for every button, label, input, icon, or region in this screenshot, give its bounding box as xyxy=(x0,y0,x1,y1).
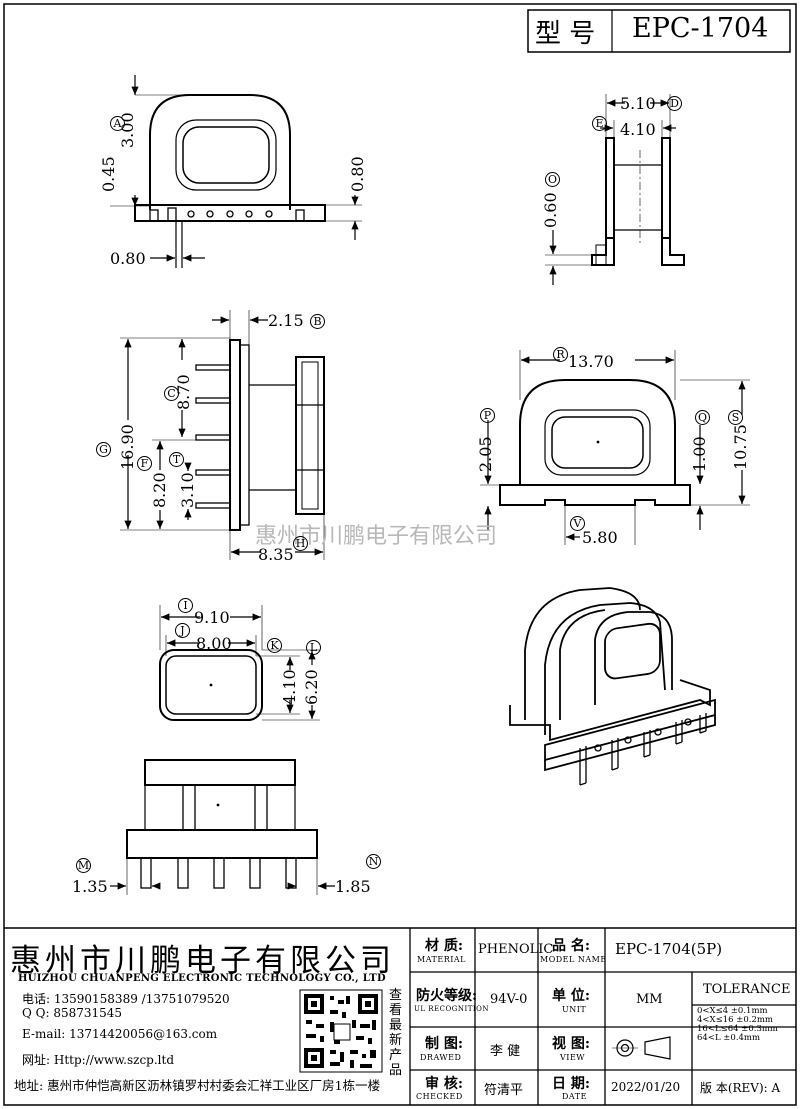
ref-letter-m: M xyxy=(76,858,91,873)
tolerance-row-4: 64<L ±0.4mm xyxy=(697,1033,761,1043)
unit-label-en: UNIT xyxy=(562,1005,587,1014)
material-label-en: MATERIAL xyxy=(417,955,466,964)
ref-letter-f: F xyxy=(137,456,152,471)
tolerance-row-3: 16<L≤64 ±0.3mm xyxy=(697,1024,778,1034)
dim-g-value: 16.90 xyxy=(118,424,137,470)
drawn-label-en: DRAWED xyxy=(420,1053,462,1062)
ref-letter-v: V xyxy=(570,516,585,531)
window-section-view xyxy=(159,605,320,721)
projection-symbol-icon xyxy=(612,1036,671,1060)
title-block-grid xyxy=(4,927,796,1105)
company-web: 网址: Http://www.szcp.ltd xyxy=(22,1053,175,1067)
ref-letter-b: B xyxy=(310,314,325,329)
dim-r-value: 13.70 xyxy=(568,352,614,371)
dim-b-value: 2.15 xyxy=(268,311,304,330)
ref-letter-s: S xyxy=(728,410,743,425)
ref-letter-p: P xyxy=(480,408,495,423)
dim-k-value: 4.10 xyxy=(280,669,299,705)
unit-label: 单 位: xyxy=(552,988,591,1004)
checked-value: 符清平 xyxy=(484,1083,524,1098)
ref-letter-k: K xyxy=(267,638,282,653)
ref-letter-i: I xyxy=(178,598,193,613)
drawn-label: 制 图: xyxy=(425,1036,464,1052)
dim-d-value: 5.10 xyxy=(620,94,656,113)
end-view xyxy=(480,350,750,545)
dim-f-value: 8.20 xyxy=(150,472,169,508)
model-name-value: EPC-1704(5P) xyxy=(615,940,723,958)
ref-letter-a: A xyxy=(110,116,125,131)
qr-code-icon xyxy=(299,989,383,1073)
dim-080-bottom-value: 0.80 xyxy=(110,249,146,268)
dim-m-value: 1.35 xyxy=(72,877,108,896)
dim-n-value: 1.85 xyxy=(335,877,371,896)
ref-letter-h: H xyxy=(293,536,308,551)
ref-letter-t: T xyxy=(169,452,184,467)
ref-letter-e: E xyxy=(592,116,607,131)
date-label-en: DATE xyxy=(562,1092,587,1101)
isometric-view xyxy=(509,587,716,786)
dim-l-value: 6.20 xyxy=(302,669,321,705)
dim-i-value: 9.10 xyxy=(194,608,230,627)
company-email: E-mail: 13714420056@163.com xyxy=(22,1027,218,1041)
date-label: 日 期: xyxy=(552,1076,591,1092)
checked-label: 审 核: xyxy=(425,1076,464,1092)
dim-h-value: 8.35 xyxy=(258,545,294,564)
ul-label-en: UL RECOGNITION xyxy=(414,1005,490,1013)
model-name-label: 品 名: xyxy=(552,938,591,954)
company-qq: Q Q: 858731545 xyxy=(22,1006,123,1020)
dim-j-value: 8.00 xyxy=(196,634,232,653)
pin-side-view xyxy=(120,310,325,560)
dim-v-value: 5.80 xyxy=(582,528,618,547)
ref-letter-n: N xyxy=(366,854,381,869)
dim-p-value: 2.05 xyxy=(476,436,495,472)
top-view xyxy=(110,75,362,268)
ul-label: 防火等级: xyxy=(416,988,478,1004)
dim-t-value: 3.10 xyxy=(178,472,197,508)
ref-letter-d: D xyxy=(667,96,682,111)
ref-letter-c: C xyxy=(164,386,179,401)
company-name-cn: 惠州市川鹏电子有限公司 xyxy=(10,943,395,979)
ref-letter-g: G xyxy=(96,442,111,457)
dim-q-value: 1.00 xyxy=(690,436,709,472)
revision: 版 本(REV): A xyxy=(700,1081,781,1095)
ul-value: 94V-0 xyxy=(490,992,528,1007)
tolerance-row-2: 4<X≤16 ±0.2mm xyxy=(697,1015,773,1025)
material-value: PHENOLIC xyxy=(478,942,554,957)
company-phone: 电话: 13590158389 /13751079520 xyxy=(22,992,230,1006)
ref-letter-j: J xyxy=(175,623,190,638)
view-label-en: VIEW xyxy=(560,1053,585,1062)
dim-o-value: 0.60 xyxy=(541,192,560,228)
dim-e-value: 4.10 xyxy=(620,120,656,139)
dim-080-right-value: 0.80 xyxy=(348,156,367,192)
company-address: 地址: 惠州市仲恺高新区沥林镇罗村村委会汇祥工业区厂房1栋一楼 xyxy=(14,1078,381,1093)
view-label: 视 图: xyxy=(552,1036,591,1052)
side-view xyxy=(545,94,685,285)
bottom-view xyxy=(110,759,335,895)
company-name-en: HUIZHOU CHUANPENG ELECTRONIC TECHNOLOGY … xyxy=(18,973,386,984)
unit-value: MM xyxy=(636,992,663,1007)
dim-045-value: 0.45 xyxy=(99,156,118,192)
checked-label-en: CHECKED xyxy=(416,1092,463,1101)
model-label: 型 号 xyxy=(535,19,596,49)
drawn-value: 李 健 xyxy=(490,1044,521,1059)
ref-letter-q: Q xyxy=(695,410,710,425)
model-number: EPC-1704 xyxy=(632,13,769,44)
sheet-frame xyxy=(3,3,797,1106)
qr-note: 查看最新产品 xyxy=(389,988,403,1078)
dim-s-value: 10.75 xyxy=(731,424,750,470)
header-box xyxy=(527,9,791,53)
tolerance-row-1: 0<X≤4 ±0.1mm xyxy=(697,1006,768,1016)
ref-letter-l: L xyxy=(306,640,321,655)
model-name-label-en: MODEL NAME xyxy=(540,955,607,964)
material-label: 材 质: xyxy=(425,938,464,954)
tolerance-label: TOLERANCE xyxy=(703,982,791,997)
ref-letter-r: R xyxy=(553,347,568,362)
ref-letter-o: O xyxy=(545,172,560,187)
date-value: 2022/01/20 xyxy=(611,1080,681,1094)
